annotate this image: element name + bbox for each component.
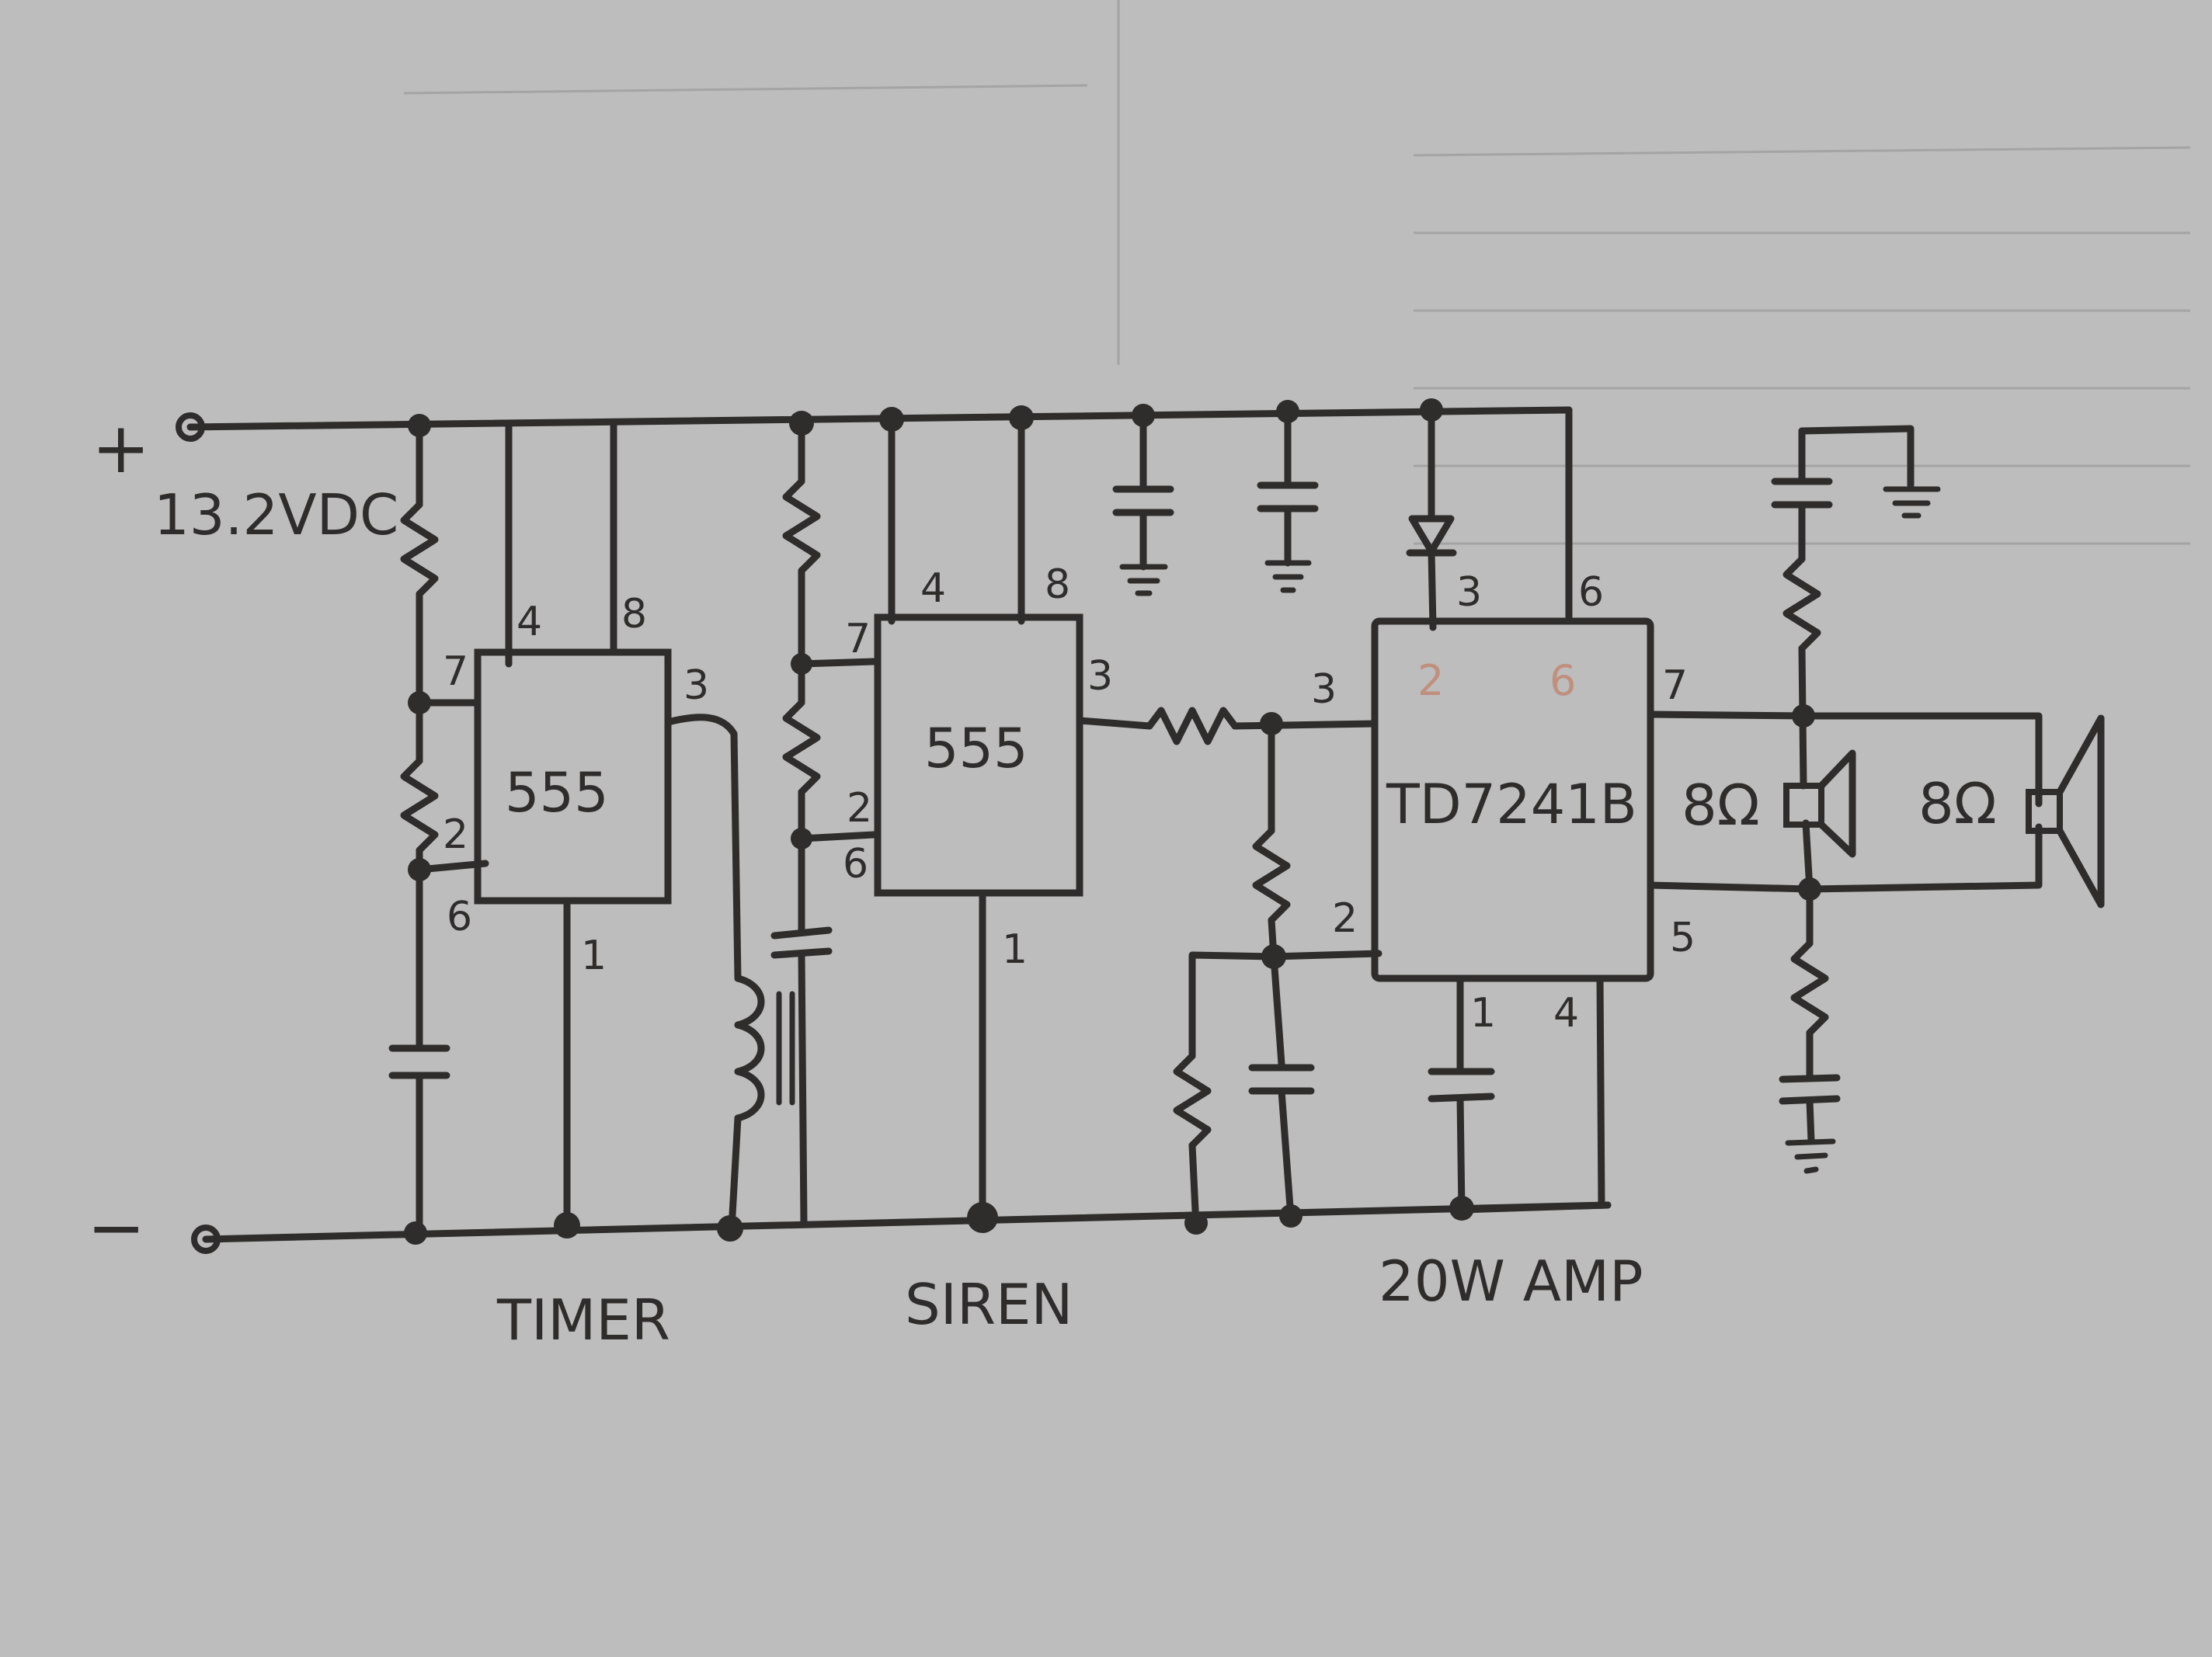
siren-pin-7: 7 (845, 616, 871, 662)
amp-inside-pin-6: 6 (1549, 656, 1576, 705)
decoupling-capacitors (1112, 408, 1319, 596)
amp-pin-3-input: 3 (1311, 666, 1337, 713)
timer-pin-4: 4 (516, 599, 542, 645)
amp-section-label: 20W AMP (1379, 1249, 1643, 1314)
junction-dots (404, 398, 1821, 1245)
timer-section-label: TIMER (496, 1287, 670, 1353)
amp-td7241b-chip (1371, 617, 1654, 982)
negative-terminal (191, 1225, 221, 1254)
timer-pin-7: 7 (443, 648, 468, 695)
siren-555-chip (874, 613, 1083, 897)
amp-pin-2: 2 (1332, 895, 1358, 942)
amp-pin-3-supply: 3 (1456, 569, 1482, 616)
positive-terminal (176, 412, 205, 442)
timer-pin-3: 3 (683, 662, 709, 709)
timer-pin-8: 8 (621, 591, 647, 637)
speaker-right-impedance: 8Ω (1918, 771, 1997, 836)
siren-pin-2: 2 (847, 785, 872, 832)
amp-ic-label: TD7241B (1386, 773, 1637, 836)
negative-rail (202, 1201, 1612, 1243)
siren-pin-8: 8 (1045, 561, 1070, 608)
siren-section-label: SIREN (905, 1272, 1073, 1337)
siren-pin-1: 1 (1002, 926, 1028, 973)
minus-sign-label: − (87, 1187, 145, 1269)
paper-ghost-lines (403, 0, 2191, 545)
timer-ic-label: 555 (505, 761, 609, 825)
amp-pin-7: 7 (1662, 662, 1688, 709)
amp-pin-5: 5 (1670, 915, 1696, 961)
siren-pin-3: 3 (1087, 653, 1113, 700)
amp-pin-6-supply: 6 (1578, 569, 1604, 616)
timer-555-chip (474, 648, 672, 905)
supply-voltage-label: 13.2VDC (154, 482, 398, 547)
amp-pin-4: 4 (1553, 990, 1579, 1037)
siren-pin-6: 6 (843, 841, 868, 888)
plus-sign-label: + (92, 408, 150, 489)
supply-diode (1406, 406, 1573, 631)
timer-pin-2: 2 (443, 811, 468, 858)
speaker-left-impedance: 8Ω (1682, 773, 1760, 838)
siren-pin-4: 4 (920, 565, 946, 612)
speaker-right-icon (2026, 714, 2105, 908)
speaker-left-icon (1783, 749, 1856, 858)
timer-pin-6: 6 (447, 894, 472, 940)
siren-ic-label: 555 (924, 717, 1028, 780)
amp-pin-1: 1 (1470, 990, 1496, 1037)
amp-inside-pin-2: 2 (1417, 656, 1444, 705)
timer-pin-1: 1 (581, 933, 607, 979)
